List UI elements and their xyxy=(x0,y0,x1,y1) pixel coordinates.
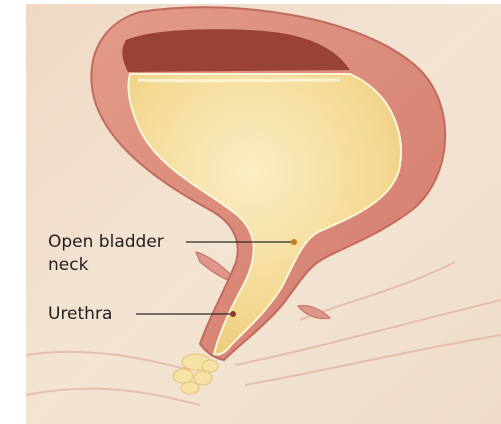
bladder-neck-label: Open bladder neck xyxy=(48,231,164,277)
bladder-neck-marker xyxy=(291,239,297,245)
urethra-label: Urethra xyxy=(48,303,112,326)
urethra-marker xyxy=(230,311,236,317)
urine-highlight xyxy=(138,80,340,81)
bladder-neck-label-line2: neck xyxy=(48,254,164,277)
bladder-neck-label-line1: Open bladder xyxy=(48,231,164,254)
